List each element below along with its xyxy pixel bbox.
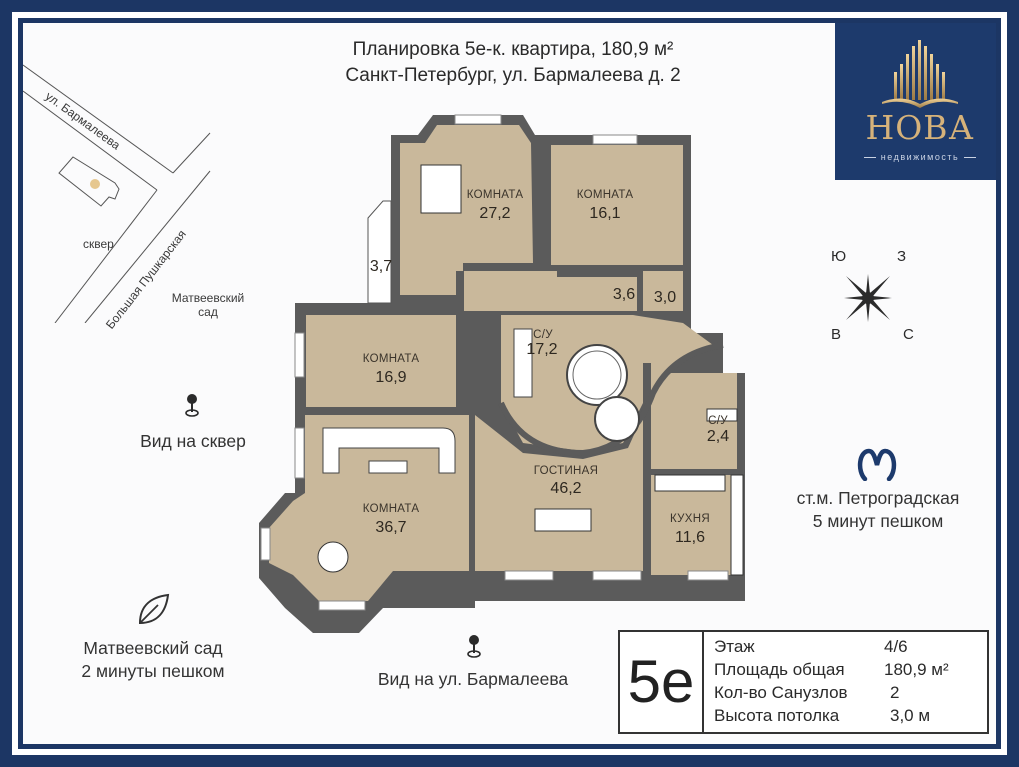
- room-area: 3,7: [369, 258, 393, 275]
- room-area: 11,6: [675, 529, 705, 546]
- garden-label: Матвеевский сад: [168, 291, 248, 319]
- brand-subtitle: недвижимость: [835, 152, 996, 162]
- page-title: Планировка 5е-к. квартира, 180,9 м² Санк…: [303, 37, 723, 89]
- summary-rows: Этаж 4/6 Площадь общая 180,9 м² Кол-во С…: [714, 635, 984, 727]
- summary-key: Этаж: [714, 637, 755, 656]
- garden-walk-time: 2 минуты пешком: [81, 661, 225, 681]
- summary-row-ceiling: Высота потолка 3,0 м: [714, 704, 984, 727]
- garden-distance: Матвеевский сад 2 минуты пешком: [43, 637, 263, 683]
- compass: Ю З В С: [823, 248, 914, 343]
- apartment-type: 5е: [620, 632, 704, 732]
- room-area: 2,4: [706, 428, 730, 445]
- compass-east: В: [831, 326, 842, 343]
- floor-plan: [259, 114, 745, 633]
- garden-name: Матвеевский сад: [83, 638, 223, 658]
- garden-label-line2: сад: [198, 305, 218, 319]
- compass-west: З: [897, 248, 907, 265]
- summary-key: Площадь общая: [714, 660, 845, 679]
- viewpoint-pin-icon: [185, 394, 199, 417]
- room-label: КОМНАТА: [466, 189, 524, 201]
- view-square-label: Вид на сквер: [140, 431, 246, 451]
- room-area: 3,6: [612, 286, 636, 303]
- metro-walk-time: 5 минут пешком: [812, 511, 944, 531]
- room-label: ГОСТИНАЯ: [533, 465, 599, 477]
- skyline-icon: [882, 40, 958, 108]
- metro-distance: ст.м. Петроградская 5 минут пешком: [768, 487, 988, 533]
- room-label: КОМНАТА: [576, 189, 634, 201]
- compass-south: Ю: [831, 248, 847, 265]
- compass-north: С: [903, 326, 914, 343]
- summary-key: Высота потолка: [714, 706, 840, 725]
- summary-row-bathrooms: Кол-во Санузлов 2: [714, 681, 984, 704]
- building-marker: [90, 179, 100, 189]
- title-line-2: Санкт-Петербург, ул. Бармалеева д. 2: [345, 65, 681, 86]
- metro-station: ст.м. Петроградская: [796, 488, 960, 508]
- room-area: 27,2: [479, 205, 511, 222]
- room-label: КОМНАТА: [362, 353, 420, 365]
- room-label: КОМНАТА: [362, 503, 420, 515]
- room-area: 46,2: [550, 480, 582, 497]
- floor-plan-poster: Планировка 5е-к. квартира, 180,9 м² Санк…: [23, 23, 996, 744]
- room-area: 36,7: [375, 519, 407, 536]
- summary-row-area: Площадь общая 180,9 м²: [714, 658, 984, 681]
- metro-icon: [857, 448, 897, 481]
- leaf-icon: [138, 593, 170, 625]
- apartment-summary: 5е Этаж 4/6 Площадь общая 180,9 м² Кол-в…: [618, 630, 989, 734]
- viewpoint-pin-icon: [467, 635, 481, 658]
- garden-label-line1: Матвеевский: [171, 291, 245, 305]
- summary-value: 4/6: [884, 637, 908, 656]
- room-area: 16,1: [589, 205, 621, 222]
- location-map: [23, 64, 211, 323]
- summary-value: 2: [890, 683, 900, 702]
- room-label: КУХНЯ: [670, 513, 710, 525]
- room-area: 3,0: [653, 289, 677, 306]
- summary-value: 3,0 м: [890, 706, 931, 725]
- room-label: С/У: [533, 329, 553, 341]
- square-label: сквер: [83, 237, 114, 251]
- brand-logo: НОВА недвижимость: [835, 23, 996, 180]
- summary-value: 180,9 м²: [884, 660, 949, 679]
- view-street-label: Вид на ул. Бармалеева: [377, 669, 569, 689]
- summary-key: Кол-во Санузлов: [714, 683, 848, 702]
- summary-row-floor: Этаж 4/6: [714, 635, 984, 658]
- compass-rose-icon: [844, 274, 892, 322]
- room-area: 17,2: [526, 341, 558, 358]
- room-label: С/У: [708, 415, 728, 427]
- brand-name: НОВА: [865, 108, 975, 147]
- room-area: 16,9: [375, 369, 407, 386]
- title-line-1: Планировка 5е-к. квартира, 180,9 м²: [352, 39, 674, 60]
